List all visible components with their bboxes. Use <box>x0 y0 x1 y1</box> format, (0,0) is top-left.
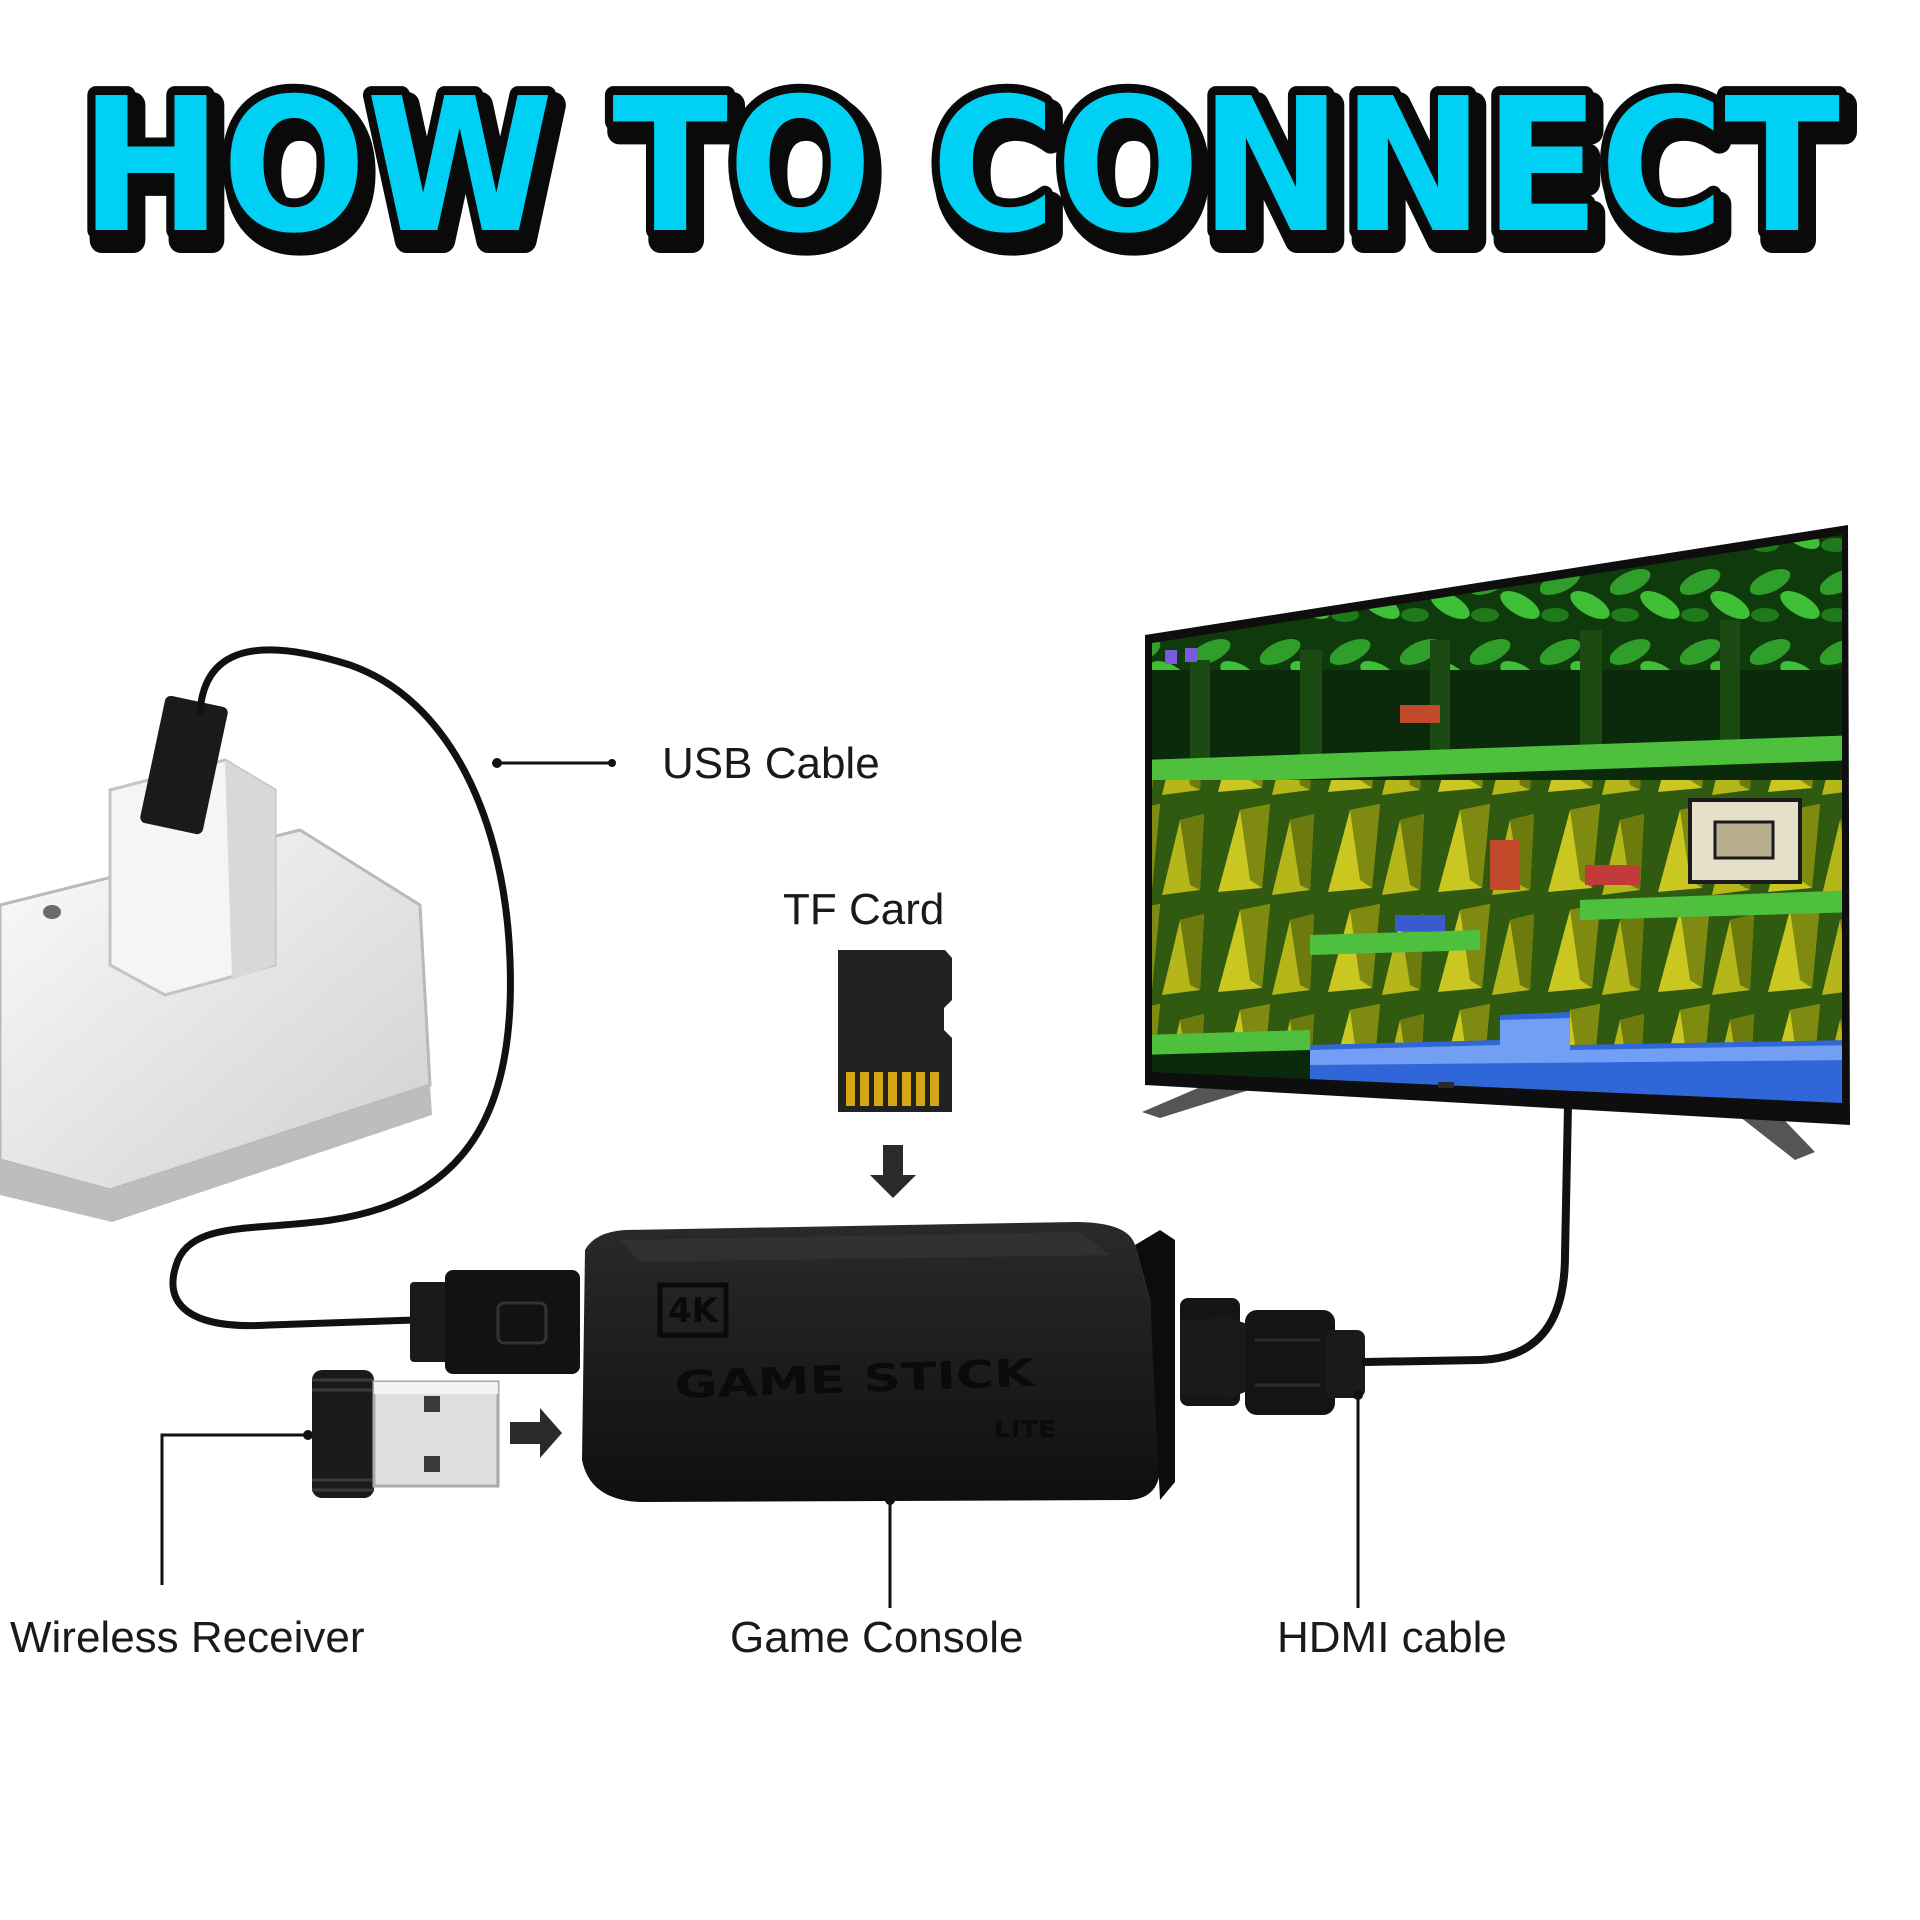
tv-screen <box>1140 520 1860 1120</box>
console-usb-plug <box>410 1270 580 1374</box>
tv-icon <box>1140 520 1860 1160</box>
hdmi-plug <box>1180 1298 1365 1415</box>
usb-receiver-icon <box>312 1370 498 1498</box>
sd-card-icon <box>838 950 952 1112</box>
game-console-label: Game Console <box>730 1616 1023 1660</box>
tf-card-label: TF Card <box>783 888 944 932</box>
hdmi-cable-label: HDMI cable <box>1277 1616 1507 1660</box>
hdmi-cable-wire <box>1365 1105 1568 1362</box>
console-resolution-badge: 4K <box>668 1291 720 1331</box>
game-console-icon: 4K GAME STICK LITE <box>582 1222 1175 1502</box>
wireless-receiver-pointer <box>162 1435 308 1585</box>
power-adapter-icon <box>0 695 432 1222</box>
arrow-right-icon <box>510 1408 562 1458</box>
arrow-down-icon <box>870 1145 916 1198</box>
wireless-receiver-label: Wireless Receiver <box>10 1616 365 1660</box>
console-model-print: LITE <box>994 1418 1056 1443</box>
usb-cable-label: USB Cable <box>662 742 880 786</box>
